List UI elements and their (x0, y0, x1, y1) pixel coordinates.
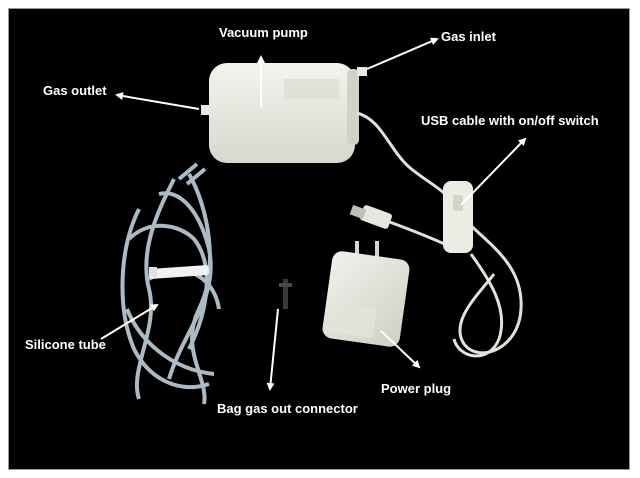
arrow-power-plug (380, 330, 421, 369)
plug-prong-left (355, 241, 359, 259)
arrow-bag-connector (266, 308, 279, 391)
annotation-arrows (100, 37, 527, 391)
tube-end-2 (185, 167, 207, 186)
photo-frame: Vacuum pump Gas inlet Gas outlet USB cab… (8, 8, 630, 470)
connector-stem (283, 279, 288, 309)
inlet-nozzle (357, 67, 367, 76)
onoff-switch (443, 181, 473, 253)
product-photo (100, 37, 527, 405)
tube-loop-1 (134, 178, 176, 400)
silicone-tube-coil (120, 162, 221, 405)
bag-connector-device (279, 279, 292, 309)
arrow-usb-cable (460, 137, 527, 206)
arrow-silicone-tube (100, 303, 159, 340)
connector-flange (279, 283, 292, 287)
label-gas-outlet: Gas outlet (43, 83, 107, 98)
plug-usb-port-face (325, 302, 377, 338)
cable-segment-coil (452, 253, 504, 358)
plug-prong-right (375, 241, 379, 259)
tube-end-1 (177, 162, 199, 181)
label-gas-inlet: Gas inlet (441, 29, 496, 44)
switch-button (453, 195, 463, 211)
label-bag-connector: Bag gas out connector (217, 401, 358, 416)
pump-body (209, 63, 355, 163)
tube-loop-3 (120, 208, 210, 390)
label-silicone-tube: Silicone tube (25, 337, 106, 352)
vacuum-pump-device (201, 63, 367, 163)
label-vacuum-pump: Vacuum pump (219, 25, 308, 40)
pump-panel (284, 79, 339, 99)
outlet-nozzle (201, 105, 211, 115)
usb-connector-housing (360, 205, 392, 229)
tube-loop-4 (158, 191, 213, 380)
tube-loop-5 (127, 223, 209, 350)
label-usb-cable: USB cable with on/off switch (421, 113, 599, 128)
power-plug-device (322, 241, 410, 347)
cable-tie (148, 265, 210, 279)
cable-segment-loop (453, 208, 523, 355)
usb-connector (349, 204, 392, 229)
arrow-gas-inlet (366, 37, 439, 70)
usb-connector-tip (349, 204, 367, 220)
pump-endcap (347, 69, 359, 145)
arrow-gas-outlet (115, 92, 200, 110)
tube-loop-6 (125, 308, 215, 376)
label-power-plug: Power plug (381, 381, 452, 396)
cable-tie-head (149, 267, 157, 277)
